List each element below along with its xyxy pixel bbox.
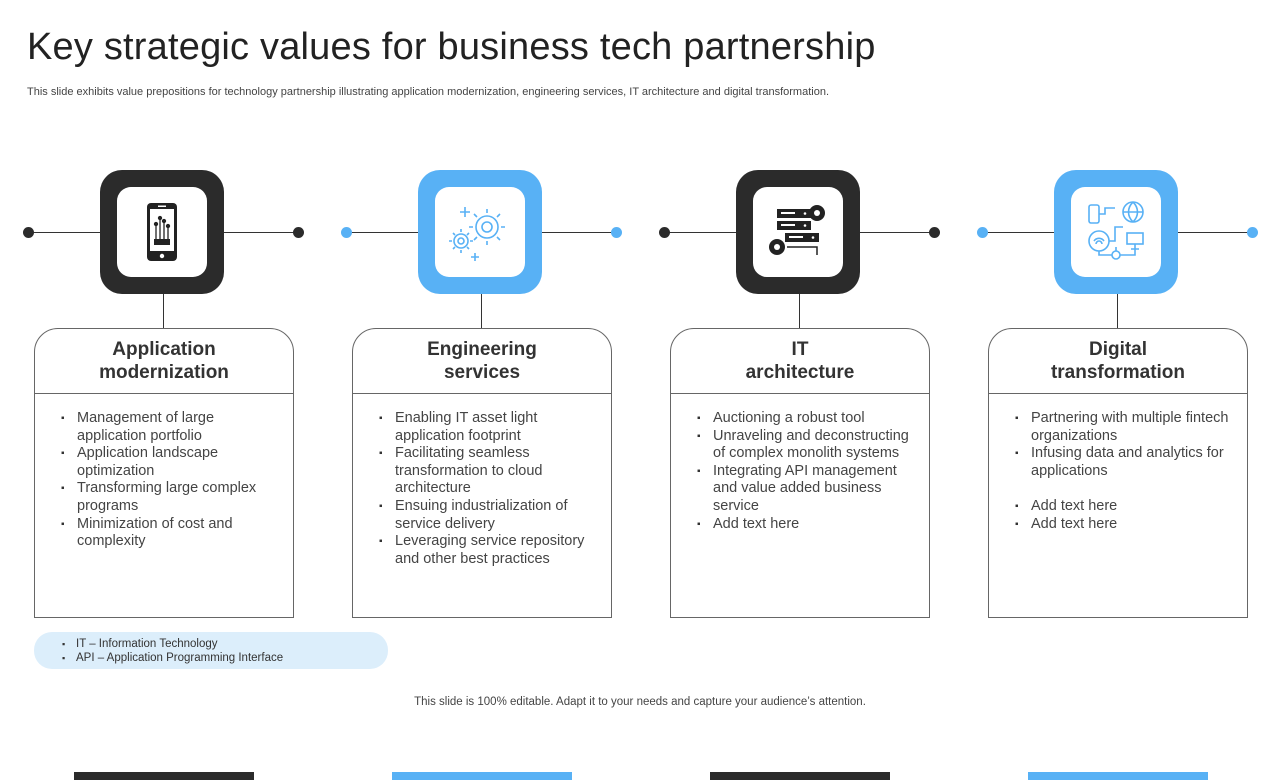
connector-dot [611,227,622,238]
footer-note: This slide is 100% editable. Adapt it to… [414,696,866,708]
connector-stem [163,290,164,328]
list-item: Ensuing industrialization of service del… [379,498,597,533]
icon-tile [418,170,542,294]
list-item: Leveraging service repository and other … [379,533,597,568]
card-accent-bar [710,772,890,780]
connector-stem [1117,290,1118,328]
connector-dot [1247,227,1258,238]
connector-dot [341,227,352,238]
icon-tile [1054,170,1178,294]
digital-network-icon [1088,201,1144,260]
list-item: Add text here [1015,516,1233,534]
bullet-list: Partnering with multiple fintech organiz… [1015,410,1233,533]
smartphone-icon [147,203,177,261]
gears-icon [449,207,505,261]
bullet-list: Auctioning a robust tool Unraveling and … [697,410,915,533]
list-item: Partnering with multiple fintech organiz… [1015,410,1233,445]
icon-tile [100,170,224,294]
list-item: Add text here [1015,498,1233,516]
bullet-list: Enabling IT asset light application foot… [379,410,597,568]
connector-dot [293,227,304,238]
connector-dot [929,227,940,238]
list-item: Enabling IT asset light application foot… [379,410,597,445]
card-accent-bar [74,772,254,780]
list-item: Management of large application portfoli… [61,410,279,445]
list-item: Application landscape optimization [61,445,279,480]
icon-tile [736,170,860,294]
legend-item: IT – Information Technology [62,637,388,651]
connector-stem [799,290,800,328]
card-accent-bar [392,772,572,780]
list-item: Infusing data and analytics for applicat… [1015,445,1233,480]
connector-dot [977,227,988,238]
connector-dot [659,227,670,238]
slide-title: Key strategic values for business tech p… [27,26,876,68]
slide-subtitle: This slide exhibits value prepositions f… [27,86,830,98]
legend-item: API – Application Programming Interface [62,651,388,665]
list-item: Auctioning a robust tool [697,410,915,428]
bullet-list: Management of large application portfoli… [61,410,279,551]
list-item: Unraveling and deconstructing of complex… [697,428,915,463]
server-gears-icon [769,205,825,255]
list-item: Facilitating seamless transformation to … [379,445,597,498]
list-item: Transforming large complex programs [61,480,279,515]
list-item: Add text here [697,516,915,534]
abbreviation-legend: IT – Information Technology API – Applic… [34,632,388,669]
card-accent-bar [1028,772,1208,780]
list-item: Integrating API management and value add… [697,463,915,516]
list-item: Minimization of cost and complexity [61,516,279,551]
connector-stem [481,290,482,328]
connector-dot [23,227,34,238]
